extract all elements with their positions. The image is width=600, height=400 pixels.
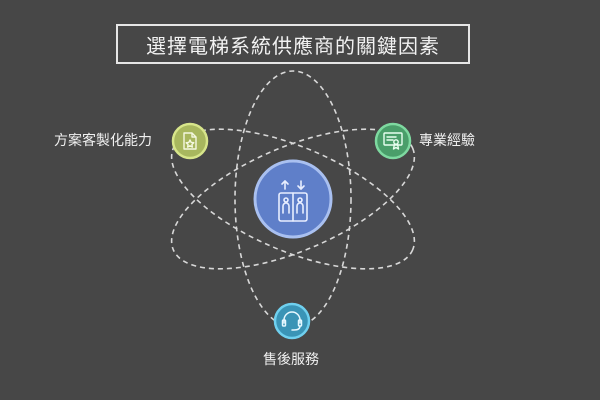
orbit-tilted-right <box>170 128 416 270</box>
diagram-title: 選擇電梯系統供應商的關鍵因素 <box>116 24 470 64</box>
factor-node-customization <box>171 122 209 160</box>
headset-support-icon <box>281 311 303 331</box>
factor-label-expertise: 專業經驗 <box>419 133 475 149</box>
center-node <box>253 159 333 239</box>
certificate-icon <box>383 132 403 150</box>
factor-node-after-sales <box>273 302 311 340</box>
customization-document-icon <box>183 132 197 150</box>
orbit-vertical <box>234 70 352 328</box>
factor-label-customization: 方案客製化能力 <box>54 133 152 149</box>
factor-node-expertise <box>374 122 412 160</box>
elevator-icon <box>278 180 308 222</box>
factor-label-after-sales: 售後服務 <box>263 352 319 368</box>
